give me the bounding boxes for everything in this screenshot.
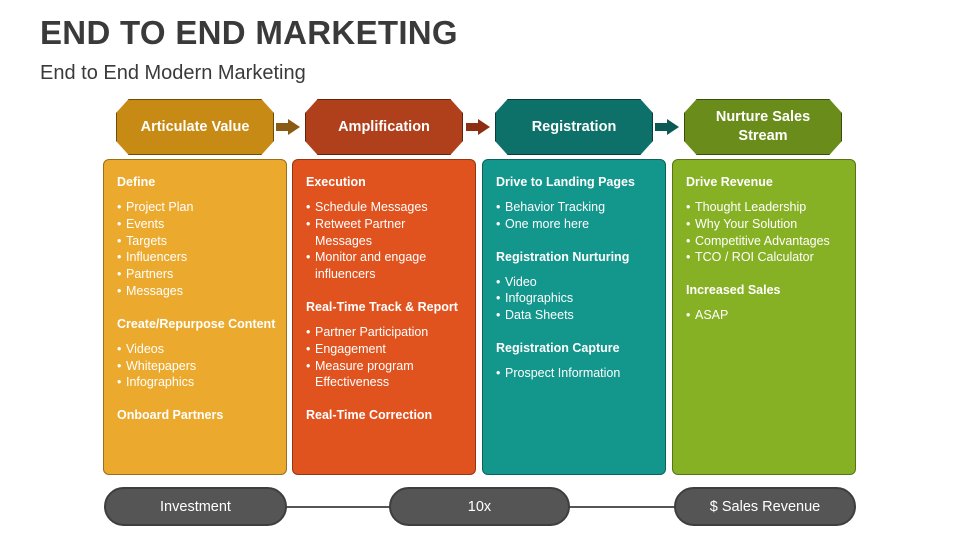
section: Real-Time Correction <box>306 407 465 423</box>
section-title: Registration Capture <box>496 340 620 355</box>
section-title: Create/Repurpose Content <box>117 316 276 331</box>
section: Drive to Landing Pages Behavior Tracking… <box>496 174 655 233</box>
section: Create/Repurpose Content Videos Whitepap… <box>117 316 276 391</box>
header-nurture-sales-stream: Nurture Sales Stream <box>684 99 842 155</box>
page-title: END TO END MARKETING <box>40 14 458 51</box>
section-title: Define <box>117 175 156 189</box>
section-title: Drive to Landing Pages <box>496 175 635 189</box>
section: Onboard Partners <box>117 407 276 423</box>
arrow-right-icon <box>466 119 490 135</box>
header-label: Nurture Sales Stream <box>715 109 811 144</box>
investment-pill: Investment <box>104 487 287 526</box>
list-item: Partners <box>117 266 276 283</box>
section: Execution Schedule Messages Retweet Part… <box>306 174 465 283</box>
header-label: Articulate Value <box>140 118 250 135</box>
section: Registration Nurturing Video Infographic… <box>496 249 655 324</box>
list-item: Prospect Information <box>496 365 655 382</box>
arrow-right-icon <box>655 119 679 135</box>
list-item: Data Sheets <box>496 307 655 324</box>
list-item: Infographics <box>117 374 276 391</box>
list-item: Why Your Solution <box>686 216 845 233</box>
list-item: Thought Leadership <box>686 199 845 216</box>
pill-label: Investment <box>160 498 231 515</box>
list-item: Project Plan <box>117 199 276 216</box>
arrow-right-icon <box>276 119 300 135</box>
section-title: Drive Revenue <box>686 175 773 189</box>
column-articulate-value: Define Project Plan Events Targets Influ… <box>103 159 287 475</box>
list-item: ASAP <box>686 307 845 324</box>
header-amplification: Amplification <box>305 99 463 155</box>
multiplier-pill: 10x <box>389 487 570 526</box>
list-item: Competitive Advantages <box>686 233 845 250</box>
list-item: Behavior Tracking <box>496 199 655 216</box>
section: Define Project Plan Events Targets Influ… <box>117 174 276 300</box>
column-amplification: Execution Schedule Messages Retweet Part… <box>292 159 476 475</box>
column-nurture-sales-stream: Drive Revenue Thought Leadership Why You… <box>672 159 856 475</box>
list-item: Schedule Messages <box>306 199 465 216</box>
list-item: Partner Participation <box>306 324 465 341</box>
list-item: Engagement <box>306 341 465 358</box>
pill-label: 10x <box>467 498 492 515</box>
header-label: Amplification <box>338 118 430 135</box>
connector-line <box>285 506 391 508</box>
section: Registration Capture Prospect Informatio… <box>496 340 655 382</box>
list-item: Monitor and engage influencers <box>306 249 465 283</box>
pill-label: $ Sales Revenue <box>709 498 821 515</box>
section-title: Onboard Partners <box>117 408 224 423</box>
header-articulate-value: Articulate Value <box>116 99 274 155</box>
section-title: Execution <box>306 175 366 189</box>
section: Increased Sales ASAP <box>686 282 845 324</box>
list-item: Whitepapers <box>117 358 276 375</box>
list-item: Retweet Partner Messages <box>306 216 465 250</box>
section-title: Real-Time Correction <box>306 408 433 423</box>
list-item: Targets <box>117 233 276 250</box>
section-title: Increased Sales <box>686 283 781 298</box>
section: Drive Revenue Thought Leadership Why You… <box>686 174 845 266</box>
header-label: Registration <box>531 118 617 135</box>
connector-line <box>568 506 676 508</box>
list-item: Events <box>117 216 276 233</box>
section-title: Registration Nurturing <box>496 249 630 264</box>
header-registration: Registration <box>495 99 653 155</box>
list-item: Videos <box>117 341 276 358</box>
section-title: Real-Time Track & Report <box>306 299 458 314</box>
page-subtitle: End to End Modern Marketing <box>40 62 306 84</box>
list-item: Infographics <box>496 290 655 307</box>
section: Real-Time Track & Report Partner Partici… <box>306 299 465 391</box>
list-item: Measure program Effectiveness <box>306 358 465 392</box>
list-item: Video <box>496 274 655 291</box>
list-item: Influencers <box>117 249 276 266</box>
list-item: Messages <box>117 283 276 300</box>
list-item: One more here <box>496 216 655 233</box>
list-item: TCO / ROI Calculator <box>686 249 845 266</box>
column-registration: Drive to Landing Pages Behavior Tracking… <box>482 159 666 475</box>
sales-revenue-pill: $ Sales Revenue <box>674 487 856 526</box>
